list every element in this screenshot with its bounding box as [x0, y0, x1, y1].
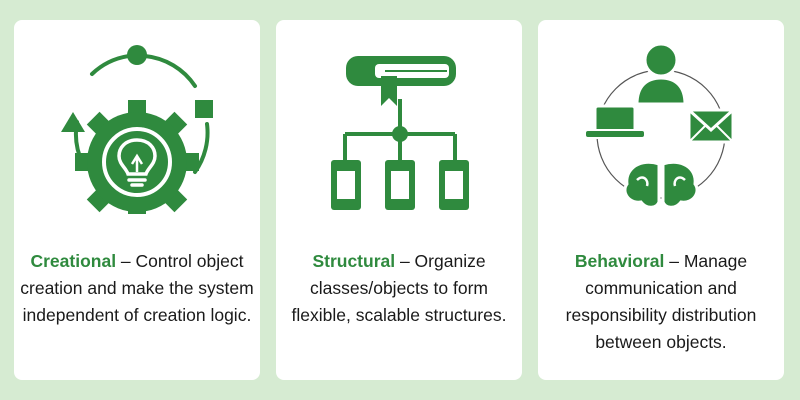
structural-description: Structural – Organize classes/objects to…	[282, 248, 516, 329]
card-creational: Creational – Control object creation and…	[14, 20, 260, 380]
gear-with-lightbulb-icon	[61, 45, 213, 214]
creational-text: – Control object creation and make the s…	[20, 251, 254, 325]
structural-text: – Organize classes/objects to form flexi…	[291, 251, 507, 325]
structural-title: Structural	[312, 251, 396, 271]
creational-description: Creational – Control object creation and…	[20, 248, 254, 329]
card-structural: Structural – Organize classes/objects to…	[276, 20, 522, 380]
hierarchy-with-book-icon	[331, 56, 469, 210]
behavioral-title: Behavioral	[574, 251, 665, 271]
behavioral-description: Behavioral – Manage communication and re…	[544, 248, 778, 356]
creational-title: Creational	[30, 251, 117, 271]
communication-cycle-icon	[584, 42, 735, 209]
card-behavioral: Behavioral – Manage communication and re…	[538, 20, 784, 380]
behavioral-text: – Manage communication and responsibilit…	[565, 251, 757, 352]
